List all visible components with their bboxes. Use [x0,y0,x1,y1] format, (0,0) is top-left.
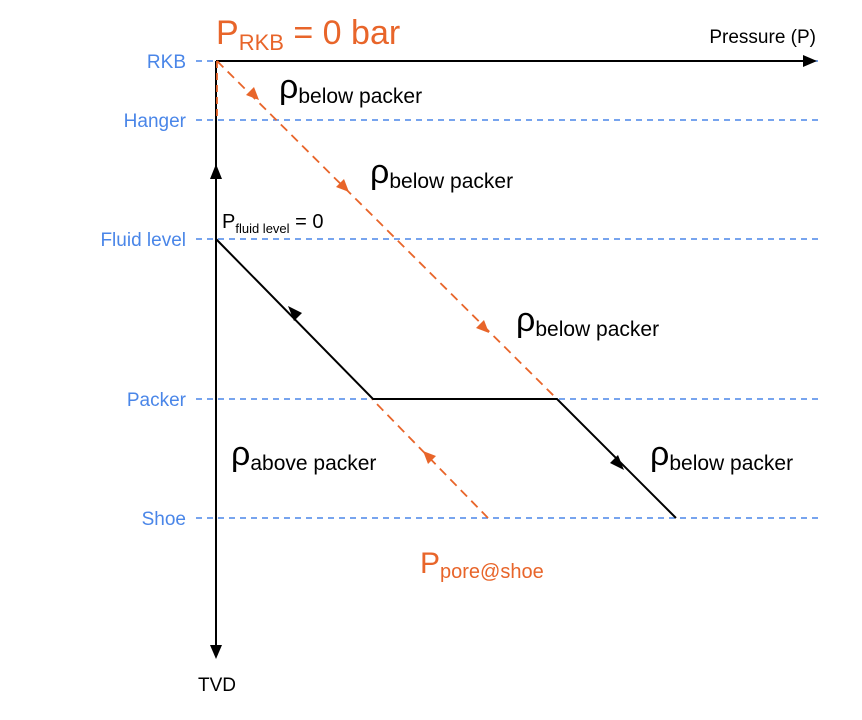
tvd-axis-arrowhead [210,645,222,659]
density-label-below-packer-4: ρbelow packer [650,435,793,475]
level-label-packer: Packer [127,390,187,411]
tvd-axis-label: TVD [198,675,236,696]
density-label-below-packer-3: ρbelow packer [516,301,659,341]
rkb-pressure-label: PRKB = 0 bar [216,14,400,55]
up-arrow-on-axis [210,164,222,179]
pore-pressure-label: Ppore@shoe [420,547,544,583]
black-arrow-down [610,455,624,470]
depth-level-lines [196,60,818,519]
black-arrow-up [288,306,302,321]
density-label-below-packer-1: ρbelow packer [279,68,422,108]
level-label-shoe: Shoe [142,509,186,530]
orange-arrow-3 [476,320,489,333]
fluid-level-pressure-label: Pfluid level = 0 [222,211,323,236]
pressure-axis-label: Pressure (P) [709,27,816,48]
orange-path-rkb-diagonal [216,60,558,400]
level-label-hanger: Hanger [124,111,187,132]
orange-arrow-1 [246,87,259,100]
orange-arrow-2 [336,179,349,192]
orange-arrow-up [423,451,436,464]
level-label-fluid-level: Fluid level [100,230,186,251]
density-label-below-packer-2: ρbelow packer [370,153,513,193]
level-label-rkb: RKB [147,52,186,73]
density-label-above-packer: ρabove packer [231,435,376,475]
black-pressure-path [215,238,677,519]
pressure-axis-arrowhead [803,55,817,67]
